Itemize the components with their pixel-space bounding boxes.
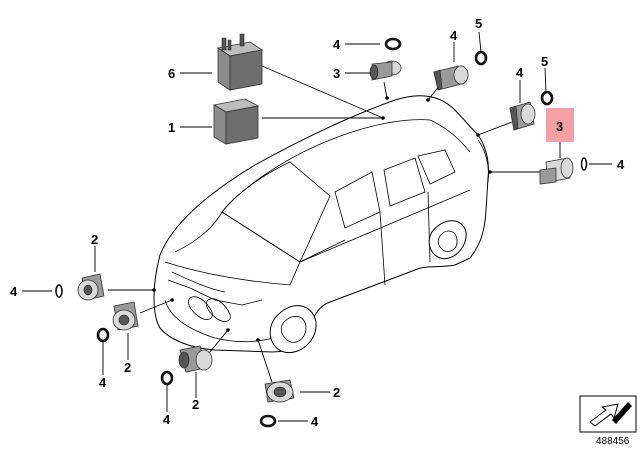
- leader-lines: [22, 31, 612, 422]
- ring-left-4-icon: [55, 284, 63, 298]
- ring-front-mid-4-icon: [160, 370, 174, 386]
- callout-4-bottom: 4: [311, 414, 319, 429]
- callout-4-front-mid: 4: [163, 412, 171, 427]
- highlight-box: [546, 108, 574, 142]
- callout-3-highlighted: 3: [556, 119, 563, 134]
- ring-rear-upper-5-icon: [474, 50, 488, 66]
- callout-2-left: 2: [91, 232, 98, 247]
- ring-top-icon: [384, 37, 402, 51]
- sensor-rear-upper-icon: [433, 65, 469, 91]
- callout-2-front: 2: [124, 360, 131, 375]
- callout-2-front-mid: 2: [192, 397, 199, 412]
- control-module-6-icon: [216, 33, 264, 91]
- ring-bottom-4-icon: [259, 414, 277, 428]
- ring-right-4-icon: [580, 157, 588, 171]
- attachment-points: [152, 96, 492, 342]
- ring-front-4-icon: [96, 327, 110, 343]
- callout-1: 1: [168, 120, 175, 135]
- control-module-1-icon: [212, 98, 260, 145]
- callout-5-rear-upper: 5: [475, 16, 482, 31]
- diagram-number: 488456: [596, 436, 630, 447]
- sensor-rear-middle-icon: [509, 101, 536, 131]
- callout-4-top: 4: [333, 37, 341, 52]
- sensor-front-icon: [112, 301, 139, 331]
- arrow-icon: [579, 395, 637, 433]
- callout-4-right: 4: [617, 157, 625, 172]
- sensor-bottom-icon: [264, 379, 295, 403]
- sensor-highlighted-icon: [539, 157, 574, 185]
- callout-4-left: 4: [10, 284, 18, 299]
- callout-6: 6: [168, 66, 175, 81]
- callout-4-rear-upper: 4: [450, 28, 458, 43]
- sensor-left-icon: [77, 273, 105, 301]
- rings: [55, 37, 588, 428]
- car-outline: [153, 95, 489, 354]
- ring-rear-middle-5-icon: [540, 90, 554, 106]
- callout-3-top: 3: [333, 66, 340, 81]
- callout-5-rear-middle: 5: [541, 54, 548, 69]
- callout-2-bottom: 2: [333, 385, 340, 400]
- callout-4-front: 4: [99, 375, 107, 390]
- callout-labels: 6 1 4 3 4 5 4 5 3 4 2 4 2 4 2 4 2 4: [10, 16, 625, 429]
- sensor-top-icon: [369, 60, 402, 81]
- callout-4-rear-middle: 4: [516, 65, 524, 80]
- sensor-front-mid-icon: [178, 345, 213, 373]
